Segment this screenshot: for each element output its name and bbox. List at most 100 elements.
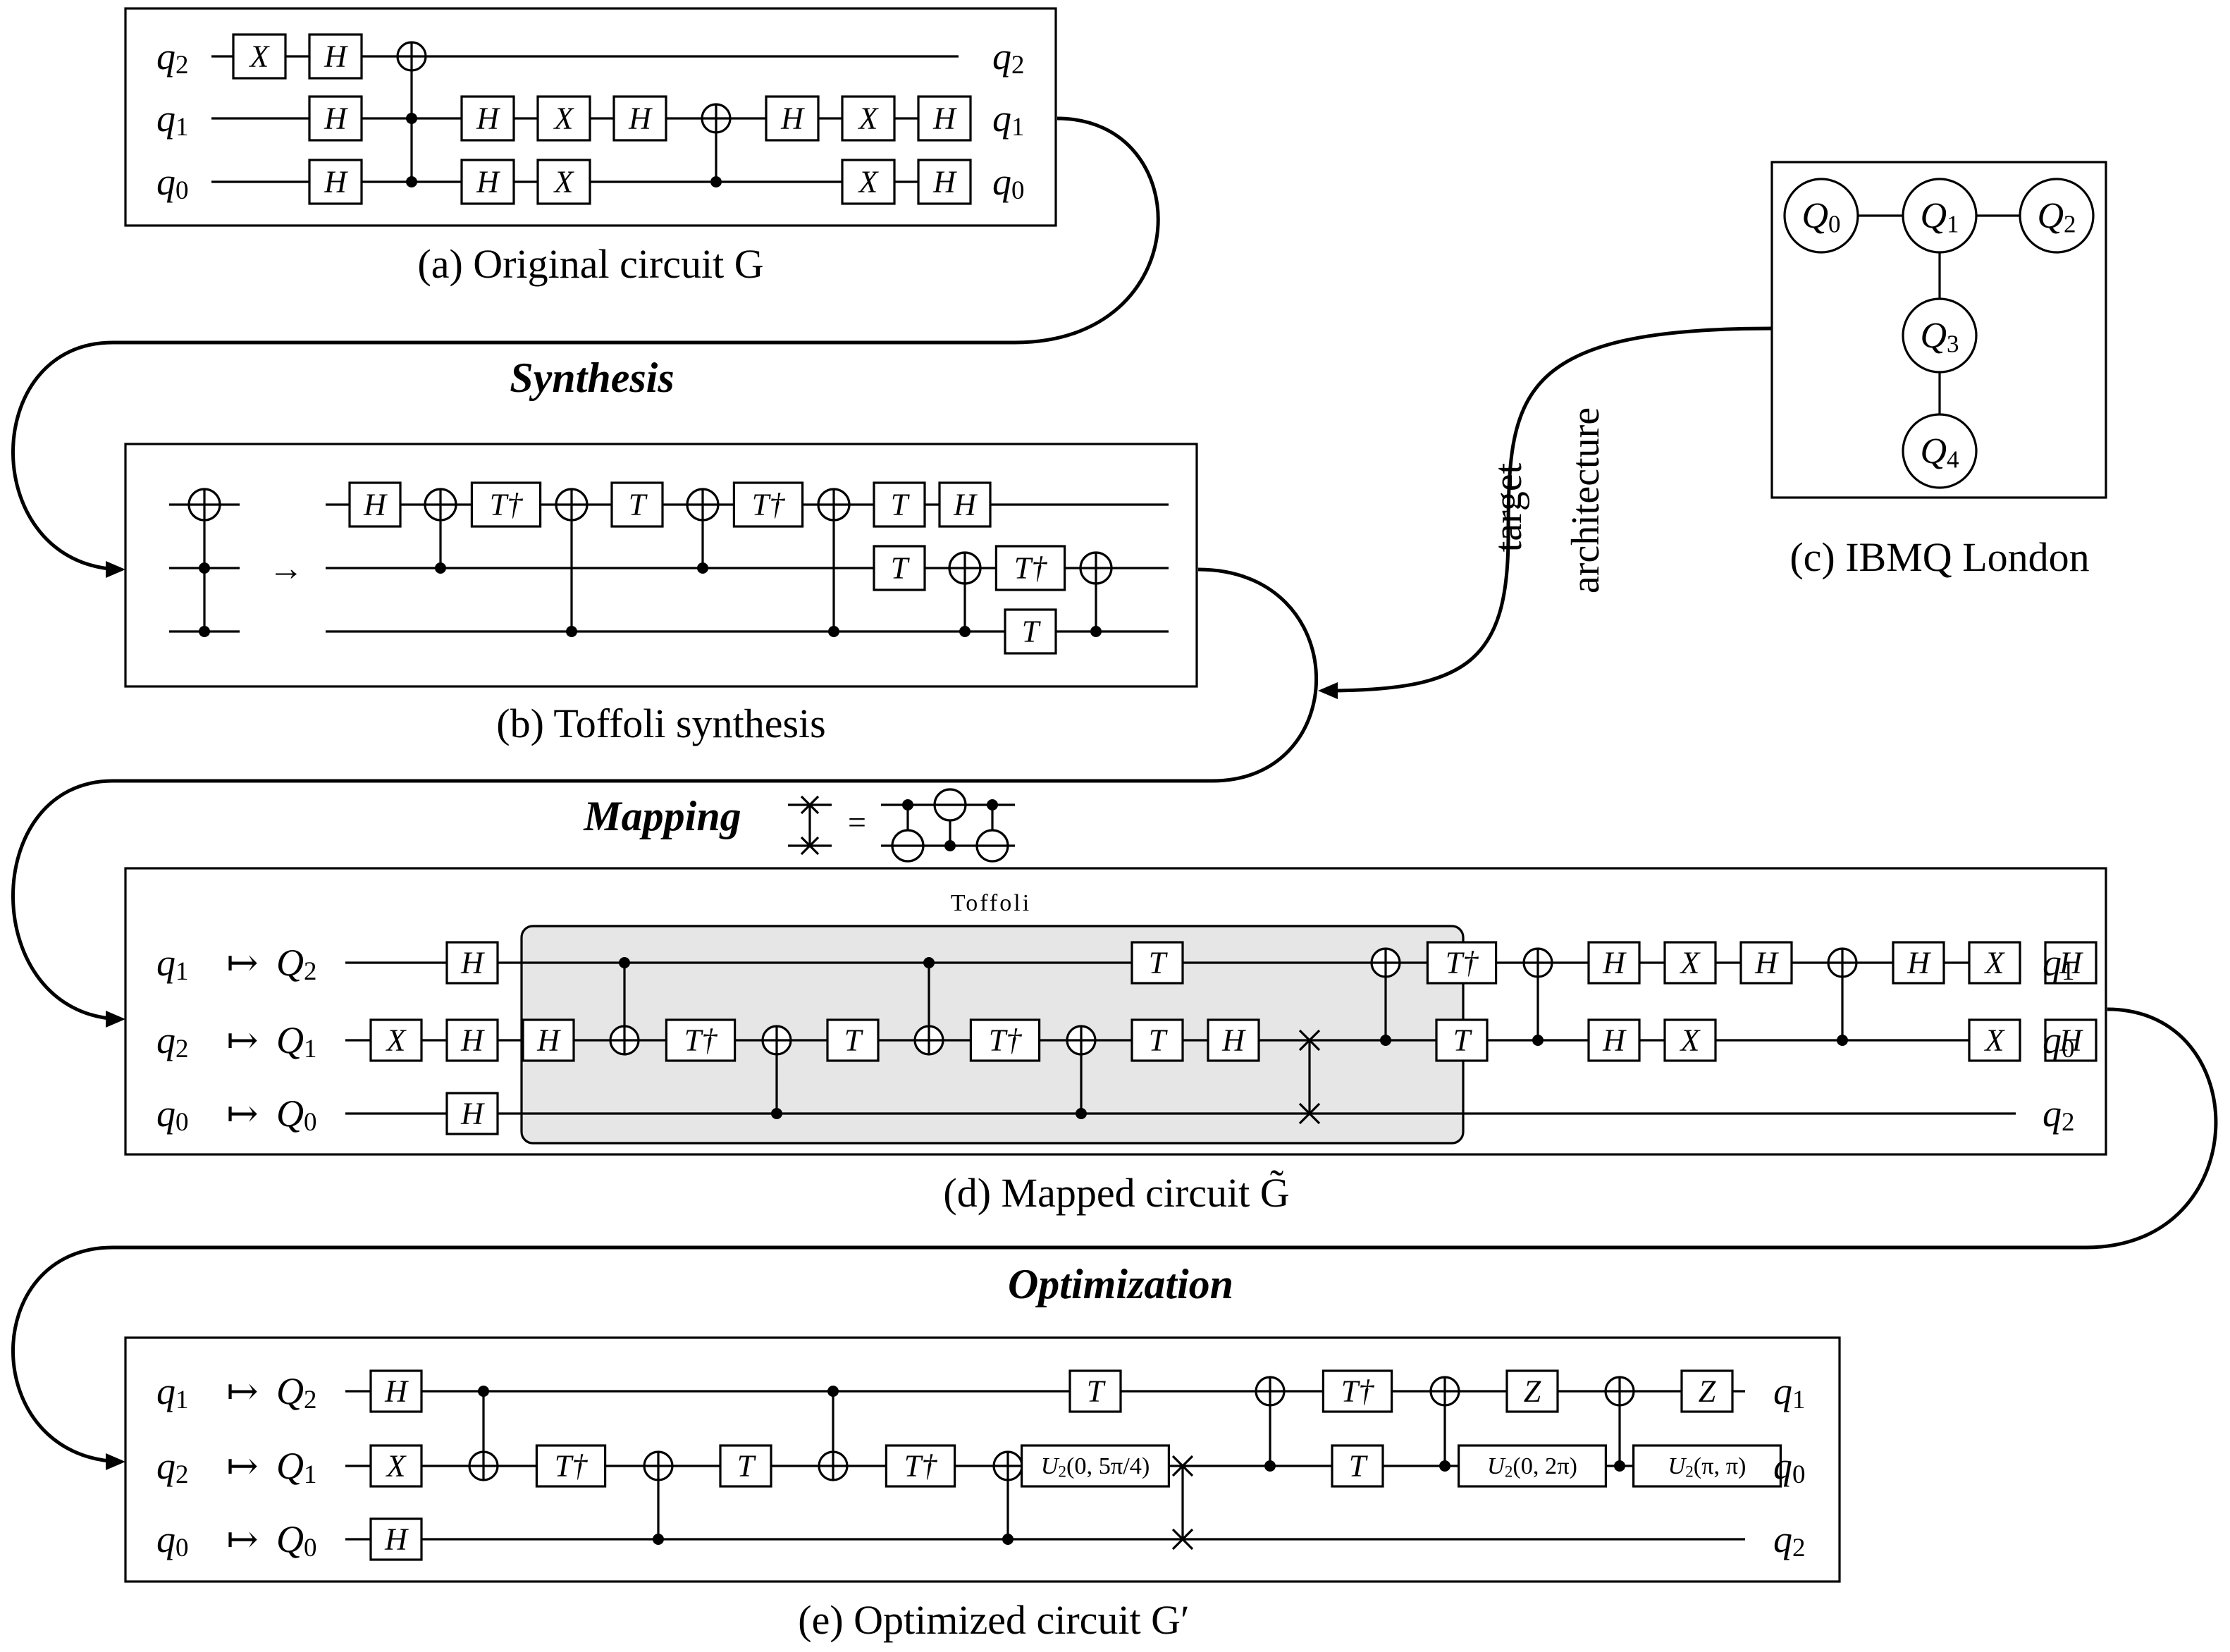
gate-label: T† xyxy=(684,1023,717,1058)
gate-label: H xyxy=(1754,946,1779,980)
gate-H-box xyxy=(612,95,667,142)
map-logical-label: q2 xyxy=(156,1445,189,1488)
swap-cross xyxy=(1298,1102,1321,1125)
gate-X-box xyxy=(536,159,591,205)
gate-T-box xyxy=(994,545,1066,591)
map-arrow: ↦ xyxy=(226,942,258,984)
map-arrow: ↦ xyxy=(226,1370,258,1412)
cnot-control xyxy=(406,113,417,124)
flow-b-to-d xyxy=(11,567,1319,1021)
wire-out-label: q0 xyxy=(2043,1019,2075,1063)
target-label: target xyxy=(1486,462,1530,552)
swap-identity: = xyxy=(788,788,1015,863)
gate-U2054-box xyxy=(1020,1444,1170,1488)
qubit-node-label: Q3 xyxy=(1920,316,1959,357)
gate-T-box xyxy=(885,1444,956,1488)
gate-T-box xyxy=(1131,941,1184,985)
map-physical-label: Q1 xyxy=(276,1445,317,1488)
gate-label: X xyxy=(1680,1023,1701,1058)
gate-label: H xyxy=(460,1097,485,1131)
gate-label: H xyxy=(932,101,957,136)
gate-label: T† xyxy=(752,488,785,522)
gate-H-box xyxy=(445,1018,499,1062)
stage-optimization-label: Optimization xyxy=(1008,1261,1233,1307)
swap-cross xyxy=(1171,1455,1194,1477)
swap-cross xyxy=(1171,1528,1194,1551)
architecture-label: architecture xyxy=(1564,407,1608,593)
cnot-control xyxy=(406,176,417,187)
gate-H-box xyxy=(522,1018,575,1062)
gate-label: H xyxy=(536,1023,561,1058)
cnot-control xyxy=(1090,626,1102,637)
flow-c-to-d-arrowhead xyxy=(1318,682,1338,699)
cnot-control xyxy=(827,1386,839,1397)
wire-out-label: q1 xyxy=(1773,1370,1806,1414)
flow-a-to-b-arrowhead xyxy=(106,561,125,578)
gate-X-box xyxy=(232,33,287,80)
cnot-control xyxy=(1614,1460,1625,1472)
gate-label: H xyxy=(384,1374,409,1409)
stage-mapping-label: Mapping xyxy=(583,793,741,839)
qubit-node-label: Q4 xyxy=(1920,431,1959,473)
gate-H-box xyxy=(308,33,363,80)
gate-T-box xyxy=(969,1018,1041,1062)
panel-b-caption: (b) Toffoli synthesis xyxy=(496,701,825,746)
map-arrow: ↦ xyxy=(226,1445,258,1487)
cnot-control xyxy=(478,1386,489,1397)
map-logical-label: q1 xyxy=(156,1370,189,1414)
gate-label: T xyxy=(1149,946,1169,980)
gate-label: X xyxy=(1680,946,1701,980)
cnot-control xyxy=(1532,1035,1544,1046)
gate-H-box xyxy=(1739,941,1793,985)
qubit-node-Q3 xyxy=(1902,297,1978,374)
gate-label: H xyxy=(953,488,978,522)
gate-X-box xyxy=(1968,941,2021,985)
gate-label: H xyxy=(476,165,500,199)
qubit-node-Q2 xyxy=(2019,178,2095,254)
cnot-control xyxy=(771,1108,782,1119)
gate-H-box xyxy=(369,1369,423,1413)
wire-out-label: q0 xyxy=(1773,1445,1806,1488)
gate-label: X xyxy=(858,101,880,136)
flow-a-to-b xyxy=(11,116,1160,572)
map-physical-label: Q1 xyxy=(276,1019,317,1063)
cnot-control xyxy=(435,562,446,574)
gate-label: X xyxy=(386,1449,407,1484)
gate-X-box xyxy=(1968,1018,2021,1062)
swap-cross xyxy=(1298,1029,1321,1052)
gate-T-box xyxy=(665,1018,737,1062)
gate-label: H xyxy=(2059,946,2083,980)
gate-label: T xyxy=(844,1023,864,1058)
cnot-control xyxy=(828,626,839,637)
cnot-control xyxy=(1076,1108,1087,1119)
gate-Z-box xyxy=(1505,1369,1559,1413)
map-logical-label: q2 xyxy=(156,1019,189,1063)
gate-H-box xyxy=(917,159,972,205)
gate-label: Z xyxy=(1524,1374,1541,1409)
panel-a-caption: (a) Original circuit G xyxy=(417,241,763,287)
wire-in-label: q2 xyxy=(156,35,189,79)
gate-label: H xyxy=(780,101,805,136)
flow-arrows xyxy=(11,116,2218,1470)
gate-label: T† xyxy=(904,1449,937,1484)
gate-label: H xyxy=(1602,946,1627,980)
gate-label: T xyxy=(891,551,911,586)
gate-H-box xyxy=(1892,941,1945,985)
map-physical-label: Q0 xyxy=(276,1518,317,1562)
flow-b-to-d-arrowhead xyxy=(106,1011,125,1028)
gate-H-box xyxy=(765,95,820,142)
gate-H-box xyxy=(938,481,992,528)
gate-H-box xyxy=(460,95,515,142)
qubit-node-label: Q1 xyxy=(1920,196,1959,238)
gate-label: T xyxy=(1022,615,1042,649)
wire-out-label: q1 xyxy=(992,97,1025,141)
map-logical-label: q1 xyxy=(156,942,189,985)
wire-out-label: q2 xyxy=(1773,1518,1806,1562)
gate-label: X xyxy=(1984,1023,2006,1058)
map-logical-label: q0 xyxy=(156,1092,189,1136)
toffoli-control xyxy=(199,626,210,637)
cnot-control xyxy=(1439,1460,1450,1472)
gate-label: H xyxy=(2059,1023,2083,1058)
